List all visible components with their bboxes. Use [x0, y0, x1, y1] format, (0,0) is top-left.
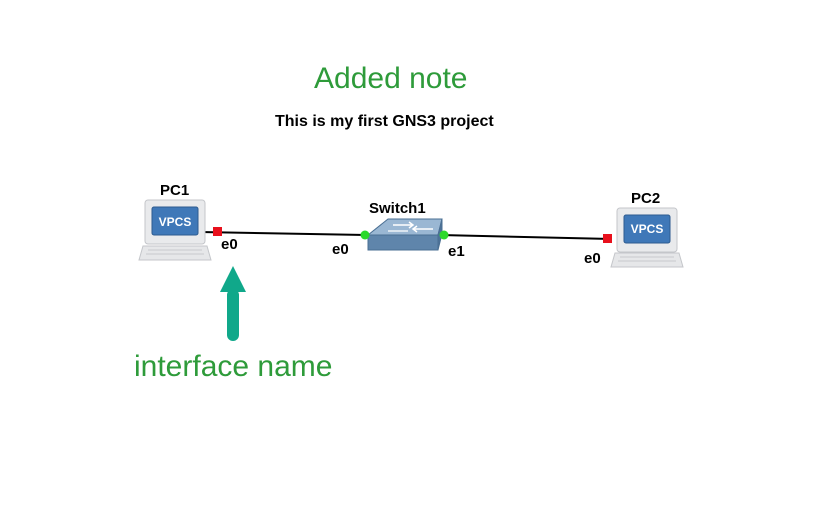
vpcs-computer-icon: [610, 207, 684, 268]
note-subtitle[interactable]: This is my first GNS3 project: [275, 113, 494, 130]
pc2-e0-status-stopped: [603, 234, 612, 243]
link-switch1-pc2[interactable]: [439, 234, 613, 240]
pc1-node[interactable]: VPCS: [138, 199, 212, 261]
note-title[interactable]: Added note: [314, 62, 468, 95]
pc2-label[interactable]: PC2: [631, 190, 661, 207]
pc1-screen-text: VPCS: [159, 215, 192, 229]
switch1-e1-interface-label: e1: [448, 243, 465, 260]
ethernet-switch-icon: [366, 218, 443, 251]
pc2-screen-text: VPCS: [631, 222, 664, 236]
switch1-label[interactable]: Switch1: [369, 200, 426, 217]
switch1-e0-status-started: [360, 230, 370, 240]
switch1-e0-interface-label: e0: [332, 241, 349, 258]
pc1-label[interactable]: PC1: [160, 182, 190, 199]
pc2-interface-label: e0: [584, 250, 601, 267]
link-pc1-switch1[interactable]: [199, 231, 367, 236]
interface-name-annotation[interactable]: interface name: [134, 350, 333, 383]
switch1-node[interactable]: [366, 218, 443, 251]
switch1-e1-status-started: [439, 230, 449, 240]
pc1-interface-label: e0: [221, 236, 238, 253]
vpcs-computer-icon: [138, 199, 212, 261]
arrow-up-icon: [220, 266, 246, 341]
pc2-node[interactable]: VPCS: [610, 207, 684, 268]
pc1-e0-status-stopped: [213, 227, 222, 236]
